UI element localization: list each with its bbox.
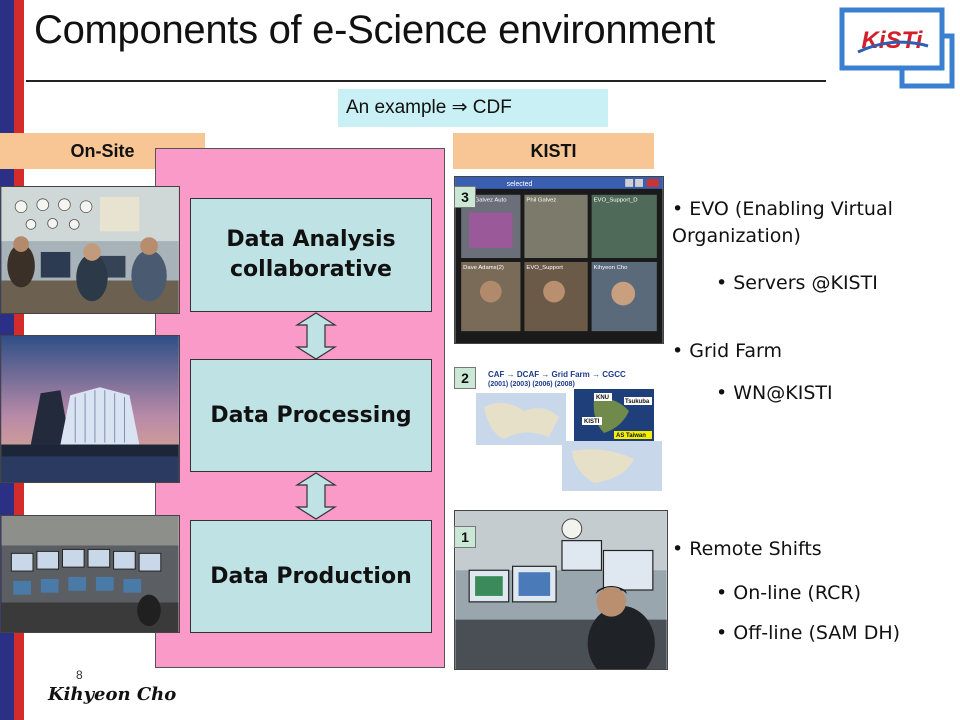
screenshot-evo-video: selected Phil Galvez Auto Phil Galvez EV… <box>454 176 664 344</box>
author-name: Kihyeon Cho <box>48 684 177 705</box>
stage-label: Data Production <box>210 563 412 589</box>
bullet-remote-text: Remote Shifts <box>689 538 822 560</box>
bullet-evo: • EVO (Enabling Virtual Organization) <box>672 198 893 247</box>
evo-panel-label: Kihyeon Cho <box>594 265 629 271</box>
grid-header: CAF → DCAF → Grid Farm → CGCC <box>488 370 626 379</box>
slide-title: Components of e-Science environment <box>34 8 715 52</box>
grid-years: (2001) (2003) (2006) (2008) <box>488 381 575 388</box>
header-kisti: KISTI <box>453 133 654 169</box>
bullet-evo-sub-text: Servers @KISTI <box>733 272 878 294</box>
bullet-grid-sub: • WN@KISTI <box>716 382 833 404</box>
grid-label: KISTI <box>584 419 600 425</box>
stage-data-analysis: Data Analysis collaborative <box>190 198 432 312</box>
page-number: 8 <box>76 668 83 682</box>
double-arrow-icon <box>294 472 338 520</box>
grid-label: AS Taiwan <box>616 433 646 439</box>
grid-label: Tsukuba <box>625 399 650 405</box>
photo-remote-shift-room <box>454 510 668 670</box>
bullet-remote-sub1-text: On-line (RCR) <box>733 582 861 604</box>
photo-control-room <box>0 515 180 633</box>
evo-window-title: selected <box>507 181 533 188</box>
evo-panel-label: EVO_Support <box>526 265 563 271</box>
evo-panel-label: EVO_Support_D <box>594 198 638 204</box>
bullet-remote-sub2-text: Off-line (SAM DH) <box>733 622 901 644</box>
logo-text: KiSTi <box>862 27 924 54</box>
photo-fermilab-building <box>0 335 180 483</box>
stage-data-production: Data Production <box>190 520 432 633</box>
evo-panel-label: Dave Adams(2) <box>463 265 504 271</box>
screenshot-grid-map: CAF → DCAF → Grid Farm → CGCC (2001) (20… <box>454 367 664 492</box>
bullet-remote-sub2: • Off-line (SAM DH) <box>716 622 901 644</box>
kisti-logo: KiSTi <box>839 7 955 89</box>
example-label: An example ⇒ CDF <box>338 89 608 127</box>
double-arrow-icon <box>294 312 338 360</box>
stage-data-processing: Data Processing <box>190 359 432 472</box>
photo-analysis-room <box>0 186 180 314</box>
marker-1: 1 <box>454 526 476 548</box>
bullet-grid: • Grid Farm <box>672 340 782 362</box>
stage-label: Data Processing <box>210 402 412 428</box>
marker-3: 3 <box>454 186 476 208</box>
marker-2: 2 <box>454 367 476 389</box>
evo-panel-label: Phil Galvez <box>526 198 556 204</box>
bullet-grid-sub-text: WN@KISTI <box>733 382 833 404</box>
stage-label: Data Analysis collaborative <box>226 227 396 282</box>
title-divider <box>26 80 826 82</box>
bullet-remote-sub1: • On-line (RCR) <box>716 582 861 604</box>
bullet-remote: • Remote Shifts <box>672 538 822 560</box>
bullet-grid-text: Grid Farm <box>689 340 782 362</box>
bullet-evo-text: EVO (Enabling Virtual Organization) <box>672 198 893 247</box>
bullet-evo-sub: • Servers @KISTI <box>716 272 878 294</box>
grid-label: KNU <box>596 395 609 401</box>
evo-panel-label: Phil Galvez Auto <box>463 198 507 204</box>
